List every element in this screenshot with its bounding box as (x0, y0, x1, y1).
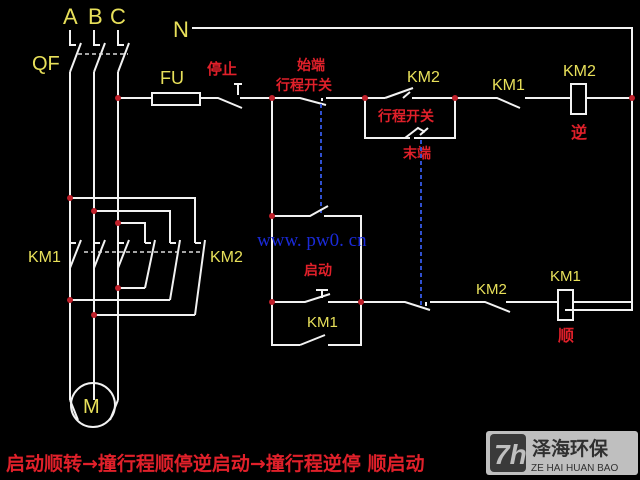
neutral-label: N (173, 17, 189, 42)
km1-coil (557, 289, 574, 321)
breaker-qf (69, 30, 130, 400)
km2-contact-bottom-label: KM2 (476, 281, 507, 298)
km1-coil-label: KM1 (550, 268, 581, 285)
main-contactors (69, 197, 206, 316)
breaker-label: QF (32, 53, 60, 75)
stop-button-label: 停止 (207, 60, 237, 78)
main-km2-label: KM2 (210, 249, 243, 266)
km2-coil-label: KM2 (563, 63, 596, 80)
control-rung-bottom (271, 98, 632, 346)
main-km1-label: KM1 (28, 249, 61, 266)
junction-dots (67, 95, 635, 318)
limit-switch-label: 行程开关 (377, 108, 434, 125)
fuse-label: FU (160, 68, 184, 88)
end-label: 末端 (403, 145, 431, 162)
phase-a-label: A (63, 4, 78, 29)
watermark: www. pw0. cn (257, 230, 367, 251)
logo: 7h 泽海环保 ZE HAI HUAN BAO (486, 431, 638, 475)
svg-text:7h: 7h (494, 439, 527, 470)
motor-label: M (83, 396, 100, 418)
phase-b-label: B (88, 4, 103, 29)
km1-hold-label: KM1 (307, 314, 338, 331)
motor (70, 382, 116, 428)
forward-label: 顺 (558, 326, 574, 345)
logo-icon (490, 434, 526, 472)
start-limit-label-2: 行程开关 (275, 77, 332, 94)
stop-button-actuator (234, 83, 242, 95)
caption: 启动顺转→撞行程顺停逆启动→撞行程逆停 顺启动 (6, 452, 424, 475)
fuse (151, 92, 201, 106)
logo-cn: 泽海环保 (532, 437, 609, 460)
reverse-label: 逆 (571, 123, 587, 142)
km2-coil (570, 83, 587, 115)
phase-c-label: C (110, 4, 126, 29)
km1-contact-top-label: KM1 (492, 77, 525, 94)
km2-contact-top-label: KM2 (407, 69, 440, 86)
start-button-actuator (316, 289, 328, 298)
start-limit-label-1: 始端 (297, 57, 325, 74)
logo-en: ZE HAI HUAN BAO (531, 463, 618, 474)
neutral-line (192, 27, 633, 311)
control-rung-top (118, 83, 632, 139)
start-button-label: 启动 (304, 262, 332, 279)
